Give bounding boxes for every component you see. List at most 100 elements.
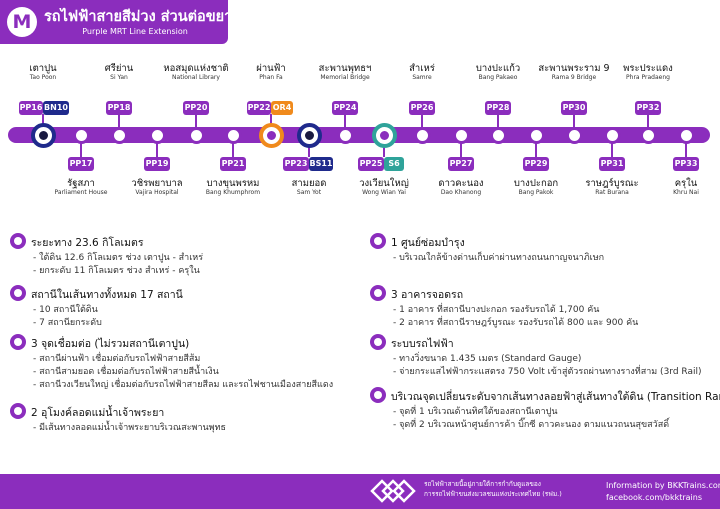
bullet-icon — [370, 334, 386, 350]
station-code-badge: PP24 — [332, 101, 358, 115]
station-name-thai: สำเหร่ — [409, 63, 435, 74]
station-marker[interactable] — [639, 126, 657, 144]
station-marker[interactable] — [187, 126, 205, 144]
station-name-english: Bang Pakok — [518, 188, 554, 196]
station-name-thai: รัฐสภา — [67, 178, 95, 189]
bullet-icon — [370, 387, 386, 403]
station-marker[interactable] — [489, 126, 507, 144]
station-name-english: Parliament House — [54, 188, 108, 196]
station-label-top: สำเหร่Samre — [380, 63, 464, 82]
station-name-thai: สามยอด — [291, 178, 327, 189]
station-name-english: Khru Nai — [673, 188, 699, 196]
station-stem — [573, 114, 575, 128]
station-name-english: Wong Wian Yai — [362, 188, 406, 196]
station-marker[interactable] — [72, 126, 90, 144]
station-name-thai: พระประแดง — [623, 63, 673, 74]
interchange-station-marker[interactable] — [296, 122, 322, 148]
interchange-code-badge: S6 — [384, 157, 404, 171]
footer-credit: Information by BKKTrains.com facebook.co… — [606, 480, 720, 503]
station-name-english: Phan Fa — [259, 73, 283, 81]
station-code-badge: PP30 — [561, 101, 587, 115]
bullet-dot — [374, 391, 382, 399]
station-name-english: Si Yan — [110, 73, 128, 81]
footer-bar: รถไฟฟ้าสายนี้อยู่ภายใต้การกำกับดูแลของ ก… — [0, 474, 720, 509]
station-code-badge: PP21 — [220, 157, 246, 171]
station-stem — [308, 141, 310, 157]
info-detail: - 10 สถานีใต้ดิน — [33, 305, 98, 315]
bullet-dot — [14, 289, 22, 297]
station-code-badge: PP17 — [68, 157, 94, 171]
station-name-english: National Library — [172, 73, 220, 81]
info-block: ระยะทาง 23.6 กิโลเมตร- ใต้ดิน 12.6 กิโลเ… — [10, 233, 340, 293]
station-label-top: หอสมุดแห่งชาติNational Library — [154, 63, 238, 82]
station-name-english: Bang Khumphrom — [205, 188, 261, 196]
station-name-thai: ศรีย่าน — [104, 63, 134, 74]
interchange-station-marker[interactable] — [30, 122, 56, 148]
interchange-station-marker[interactable] — [371, 122, 397, 148]
info-block: 3 จุดเชื่อมต่อ (ไม่รวมสถานีเตาปูน)- สถาน… — [10, 334, 340, 394]
station-name-english: Vajira Hospital — [135, 188, 179, 196]
info-detail: - จ่ายกระแสไฟฟ้ากระแสตรง 750 Volt เข้าสู… — [393, 367, 702, 377]
station-marker[interactable] — [565, 126, 583, 144]
station-marker[interactable] — [527, 126, 545, 144]
info-block: บริเวณจุดเปลี่ยนระดับจากเส้นทางลอยฟ้าสู่… — [370, 387, 720, 447]
station-name-thai: วชิรพยาบาล — [131, 178, 183, 189]
info-detail: - จุดที่ 1 บริเวณด้านทิศใต้ของสถานีเตาปู… — [393, 407, 558, 417]
station-stem — [460, 141, 462, 157]
info-block: 3 อาคารจอดรถ- 1 อาคาร ที่สถานีบางปะกอก ร… — [370, 285, 700, 345]
station-name-thai: สะพานพระราม 9 — [538, 63, 610, 74]
bullet-dot — [14, 407, 22, 415]
station-stem — [647, 114, 649, 128]
station-name-thai: วงเวียนใหญ่ — [359, 178, 409, 189]
station-marker[interactable] — [224, 126, 242, 144]
page-subtitle: Purple MRT Line Extension — [82, 27, 188, 36]
station-name-thai: บางขุนพรหม — [206, 178, 260, 189]
bullet-icon — [10, 403, 26, 419]
station-name-thai: ดาวคะนอง — [438, 178, 484, 189]
station-code-badge: PP22 — [247, 101, 271, 115]
interchange-station-marker[interactable] — [258, 122, 284, 148]
station-stem — [535, 141, 537, 157]
info-block: 2 อุโมงค์ลอดแม่น้ำเจ้าพระยา- มีเส้นทางลอ… — [10, 403, 340, 463]
station-stem — [80, 141, 82, 157]
bullet-icon — [10, 285, 26, 301]
info-heading: บริเวณจุดเปลี่ยนระดับจากเส้นทางลอยฟ้าสู่… — [391, 391, 720, 403]
station-marker[interactable] — [603, 126, 621, 144]
info-heading: สถานีในเส้นทางทั้งหมด 17 สถานี — [31, 289, 183, 301]
station-marker[interactable] — [110, 126, 128, 144]
station-name-english: Rat Burana — [595, 188, 629, 196]
footer-operator-note: รถไฟฟ้าสายนี้อยู่ภายใต้การกำกับดูแลของ ก… — [424, 480, 562, 498]
station-marker[interactable] — [452, 126, 470, 144]
info-heading: 1 ศูนย์ซ่อมบำรุง — [391, 237, 465, 249]
station-name-thai: ครุใน — [674, 178, 698, 189]
credit-facebook[interactable]: facebook.com/bkktrains — [606, 492, 702, 502]
station-marker[interactable] — [336, 126, 354, 144]
info-detail: - มีเส้นทางลอดแม่น้ำเจ้าพระยาบริเวณสะพาน… — [33, 423, 227, 433]
station-marker[interactable] — [413, 126, 431, 144]
station-name-english: Rama 9 Bridge — [551, 73, 597, 81]
info-detail: - ทางวิ่งขนาด 1.435 เมตร (Standard Gauge… — [393, 354, 582, 364]
bullet-dot — [374, 338, 382, 346]
mrta-logo-icon — [370, 479, 416, 503]
info-detail: - บริเวณใกล้ข้างด่านเก็บค่าผ่านทางถนนกาญ… — [393, 253, 605, 263]
station-code-badge: PP16 — [19, 101, 43, 115]
interchange-code-badge: BN10 — [43, 101, 69, 115]
bullet-dot — [14, 237, 22, 245]
station-name-thai: ราษฎร์บูรณะ — [585, 178, 639, 189]
info-detail: - สถานีสามยอด เชื่อมต่อกับรถไฟฟ้าสายสีน้… — [33, 367, 219, 377]
interchange-station-core — [36, 128, 50, 142]
credit-website[interactable]: Information by BKKTrains.com — [606, 481, 720, 490]
page-title: รถไฟฟ้าสายสีม่วง ส่วนต่อขยาย — [44, 9, 241, 25]
station-marker[interactable] — [677, 126, 695, 144]
station-marker[interactable] — [148, 126, 166, 144]
station-name-english: Bang Pakaeo — [478, 73, 518, 81]
station-code-badge: PP29 — [523, 157, 549, 171]
